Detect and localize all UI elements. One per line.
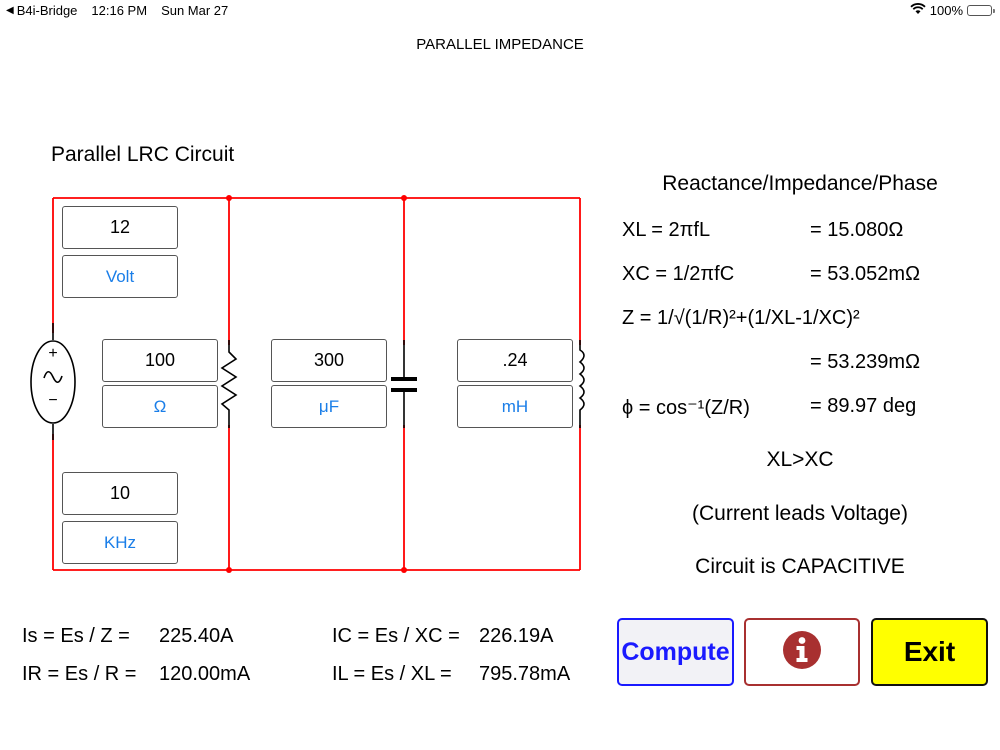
z-formula-row: Z = 1/√(1/R)²+(1/XL-1/XC)² <box>622 307 860 330</box>
voltage-input[interactable]: 12 <box>62 206 178 249</box>
phase-row: ϕ = cos⁻¹(Z/R) = 89.97 deg <box>622 395 916 420</box>
source-minus-sign: − <box>48 392 57 409</box>
back-to-app-link[interactable]: ◀ B4i-Bridge <box>6 3 77 18</box>
reactance-comparison: XL>XC <box>766 448 834 471</box>
exit-button[interactable]: Exit <box>871 618 988 686</box>
status-date: Sun Mar 27 <box>161 3 229 18</box>
phase-value: = 89.97 deg <box>810 395 917 417</box>
xc-row: XC = 1/2πfC = 53.052mΩ <box>622 263 920 286</box>
capacitance-input[interactable]: 300 <box>271 339 387 382</box>
lead-lag-text: (Current leads Voltage) <box>692 502 908 525</box>
page-title: PARALLEL IMPEDANCE <box>416 36 584 53</box>
z-value: = 53.239mΩ <box>810 351 921 373</box>
inductor-symbol <box>578 340 585 428</box>
circuit-type-text: Circuit is CAPACITIVE <box>695 555 905 578</box>
info-button[interactable] <box>744 618 860 686</box>
back-triangle-icon: ◀ <box>6 5 14 16</box>
il-label: IL = Es / XL = <box>332 663 452 685</box>
back-app-name: B4i-Bridge <box>16 3 78 18</box>
voltage-unit-selector[interactable]: Volt <box>62 255 178 298</box>
status-time: 12:16 PM <box>91 3 148 18</box>
phase-formula: ϕ = cos⁻¹(Z/R) <box>622 397 750 419</box>
il-value: 795.78mA <box>479 663 571 685</box>
status-bar: ◀ B4i-Bridge 12:16 PM Sun Mar 27 100% <box>0 0 1000 22</box>
xc-value: = 53.052mΩ <box>810 263 921 285</box>
is-label: Is = Es / Z = <box>22 625 130 647</box>
battery-percent: 100% <box>929 3 963 18</box>
xl-value: = 15.080Ω <box>810 219 904 241</box>
resistance-input[interactable]: 100 <box>102 339 218 382</box>
ic-value: 226.19A <box>479 625 554 647</box>
xl-formula: XL = 2πfL <box>622 219 711 241</box>
is-value: 225.40A <box>159 625 234 647</box>
results-title: Reactance/Impedance/Phase <box>662 172 938 195</box>
circuit-title: Parallel LRC Circuit <box>51 143 235 166</box>
ir-value: 120.00mA <box>159 663 251 685</box>
inductance-unit-selector[interactable]: mH <box>457 385 573 428</box>
frequency-input[interactable]: 10 <box>62 472 178 515</box>
junction-dot <box>226 567 232 573</box>
xc-formula: XC = 1/2πfC <box>622 263 735 285</box>
junction-dot <box>401 195 407 201</box>
inductance-input[interactable]: .24 <box>457 339 573 382</box>
source-plus-sign: + <box>48 345 57 362</box>
resistor-symbol <box>220 340 238 428</box>
battery-icon <box>967 5 995 16</box>
compute-button[interactable]: Compute <box>617 618 734 686</box>
z-formula: Z = 1/√(1/R)²+(1/XL-1/XC)² <box>622 307 860 329</box>
junction-dot <box>226 195 232 201</box>
capacitor-symbol <box>391 340 417 428</box>
info-icon <box>782 630 822 675</box>
capacitance-unit-selector[interactable]: μF <box>271 385 387 428</box>
ac-source-symbol <box>30 323 76 440</box>
frequency-unit-selector[interactable]: KHz <box>62 521 178 564</box>
xl-row: XL = 2πfL = 15.080Ω <box>622 219 903 242</box>
ic-label: IC = Es / XC = <box>332 625 460 647</box>
resistance-unit-selector[interactable]: Ω <box>102 385 218 428</box>
wifi-icon <box>910 3 926 18</box>
ir-label: IR = Es / R = <box>22 663 137 685</box>
junction-dot <box>401 567 407 573</box>
